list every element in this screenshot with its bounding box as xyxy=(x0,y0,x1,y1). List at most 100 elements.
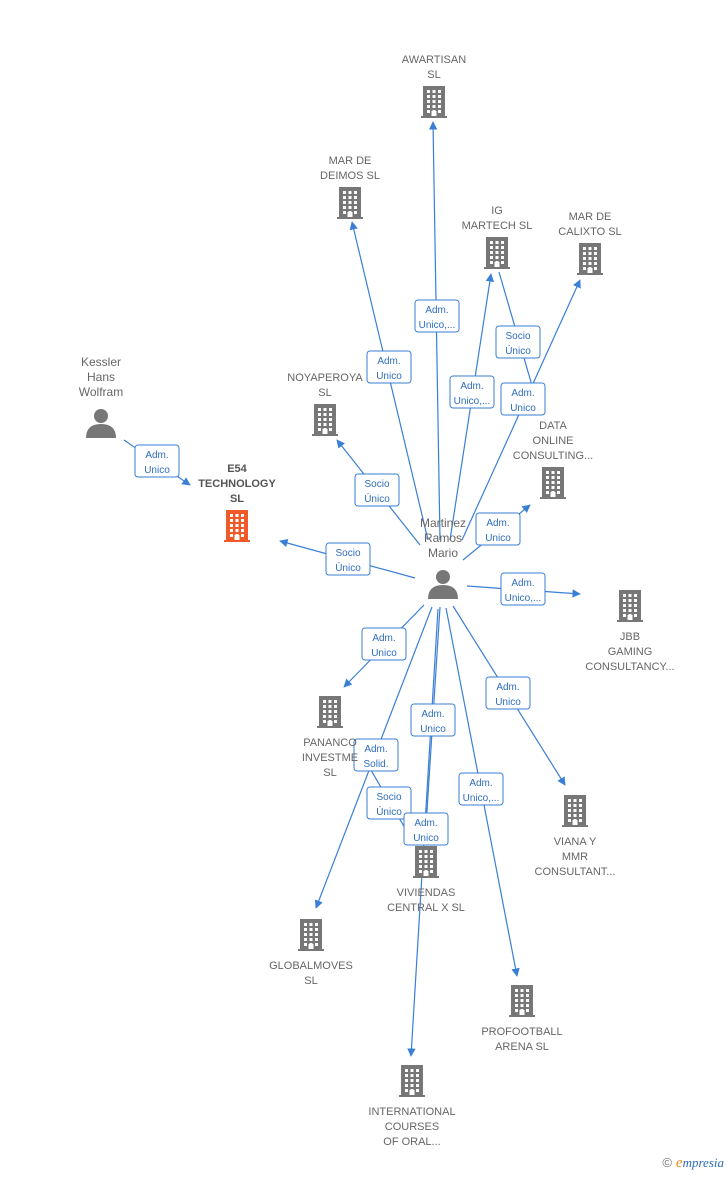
person-icon xyxy=(428,570,458,599)
edge-label-line: Único xyxy=(505,344,531,357)
node-label-line: DATA xyxy=(539,420,567,432)
edge-label-line: Unico,... xyxy=(419,320,456,331)
node-label-line: SL xyxy=(318,387,331,399)
edge-label-line: Único xyxy=(364,492,390,505)
node-label-line: CONSULTANCY... xyxy=(585,661,674,673)
edge-label-line: Único xyxy=(376,805,402,818)
node-label-line: CALIXTO SL xyxy=(558,226,621,238)
edge-label-line: Unico xyxy=(420,724,446,735)
edge-label-line: Adm. xyxy=(460,381,483,392)
building-icon xyxy=(484,237,510,269)
node-label-line: VIVIENDAS xyxy=(397,887,456,899)
node-label-line: Kessler xyxy=(81,355,121,369)
node-viana[interactable]: VIANA YMMRCONSULTANT... xyxy=(535,795,616,878)
node-label-line: COURSES xyxy=(385,1121,439,1133)
edge-label-line: Adm. xyxy=(364,744,387,755)
building-icon xyxy=(421,86,447,118)
edge-label-line: Unico,... xyxy=(454,396,491,407)
edge-label-martinez-to-mar-de-deimos[interactable]: Adm.Unico xyxy=(366,350,412,384)
node-label-line: SL xyxy=(427,69,440,81)
node-label-line: E54 xyxy=(227,463,247,475)
edge-label-line: Socio xyxy=(376,792,401,803)
edge-label-line: Adm. xyxy=(145,450,168,461)
copyright-symbol: © xyxy=(662,1155,672,1170)
node-profootball[interactable]: PROFOOTBALL ARENA SL xyxy=(481,985,563,1053)
node-label-line: INVESTME xyxy=(302,752,358,764)
node-label-line: Hans xyxy=(87,370,115,384)
building-icon xyxy=(617,590,643,622)
edge-label-martinez-to-international[interactable]: Adm. Unico xyxy=(403,812,449,846)
edge-label-line: Adm. xyxy=(425,305,448,316)
edge-label-line: Adm. xyxy=(469,778,492,789)
node-label-line: Mario xyxy=(428,546,458,560)
node-jbb[interactable]: JBBGAMINGCONSULTANCY... xyxy=(585,590,675,673)
edge-label-martinez-to-panancor[interactable]: Adm.Unico xyxy=(361,627,407,661)
node-label-line: NOYAPEROYA xyxy=(287,372,363,384)
node-noyaperoya[interactable]: NOYAPEROYA SL xyxy=(287,372,363,436)
brand-initial: e xyxy=(675,1155,683,1171)
edge-label-martinez-to-jbb[interactable]: Adm.Unico,... xyxy=(500,572,546,606)
node-label-line: SL xyxy=(323,767,336,779)
edge-label-line: Unico xyxy=(485,533,511,544)
edge-label-martinez-to-ig-martech[interactable]: Adm. Unico,... xyxy=(449,375,495,409)
edge-label-martinez-to-mar-de-calixto[interactable]: Adm. Unico xyxy=(500,382,546,416)
edge-label-martinez-to-data-online[interactable]: Adm. Unico xyxy=(475,512,521,546)
edge-label-line: Unico xyxy=(510,403,536,414)
node-panancor[interactable]: PANANCO INVESTME SL xyxy=(302,696,358,779)
edge-label-line: Adm. xyxy=(414,818,437,829)
edge-label-line: Unico xyxy=(413,833,439,844)
node-data-online[interactable]: DATA ONLINE CONSULTING... xyxy=(513,420,593,499)
node-label-line: Martinez xyxy=(420,516,466,530)
node-label-line: CONSULTING... xyxy=(513,450,593,462)
building-icon xyxy=(337,187,363,219)
edge-label-line: Unico,... xyxy=(505,593,542,604)
edge-label-line: Adm. xyxy=(377,356,400,367)
node-label-line: ONLINE xyxy=(533,435,574,447)
edge-label-line: Unico xyxy=(495,697,521,708)
node-label-line: ARENA SL xyxy=(495,1041,549,1053)
edge-label-line: Solid. xyxy=(363,759,388,770)
edge-label-line: Socio xyxy=(364,479,389,490)
empresia-watermark: ©empresia xyxy=(662,1155,724,1172)
building-icon xyxy=(509,985,535,1017)
edge-label-martinez-to-globalmoves[interactable]: Adm. Solid. xyxy=(353,738,399,772)
node-label-line: PANANCO xyxy=(303,737,357,749)
node-label-line: Wolfram xyxy=(79,385,123,399)
node-label-line: PROFOOTBALL xyxy=(481,1026,562,1038)
edge-label-martinez-to-viana[interactable]: Adm. Unico xyxy=(485,676,531,710)
building-icon xyxy=(298,919,324,951)
edge-label-martinez-to-viviendas[interactable]: Adm.Unico xyxy=(410,703,456,737)
edge-label-line: Adm. xyxy=(511,388,534,399)
edge-label-line: Adm. xyxy=(486,518,509,529)
building-icon xyxy=(562,795,588,827)
node-label-line: Ramos xyxy=(424,531,462,545)
node-awartisan[interactable]: AWARTISAN SL xyxy=(402,54,466,118)
building-icon xyxy=(312,404,338,436)
edge-label-martinez-to-awartisan[interactable]: Adm. Unico,... xyxy=(414,299,460,333)
building-icon xyxy=(399,1065,425,1097)
edge-label-kessler-to-e54[interactable]: Adm.Unico xyxy=(134,444,180,478)
node-label-line: AWARTISAN xyxy=(402,54,466,66)
edge-label-line: Adm. xyxy=(496,682,519,693)
person-icon xyxy=(86,409,116,438)
node-label-line: SL xyxy=(304,975,317,987)
node-label-line: TECHNOLOGY xyxy=(198,478,276,490)
node-label-line: MMR xyxy=(562,851,588,863)
node-label-line: CONSULTANT... xyxy=(535,866,616,878)
edge-label-martinez-to-profootball[interactable]: Adm.Unico,... xyxy=(458,772,504,806)
building-icon xyxy=(224,510,250,542)
node-label-line: IG xyxy=(491,205,503,217)
